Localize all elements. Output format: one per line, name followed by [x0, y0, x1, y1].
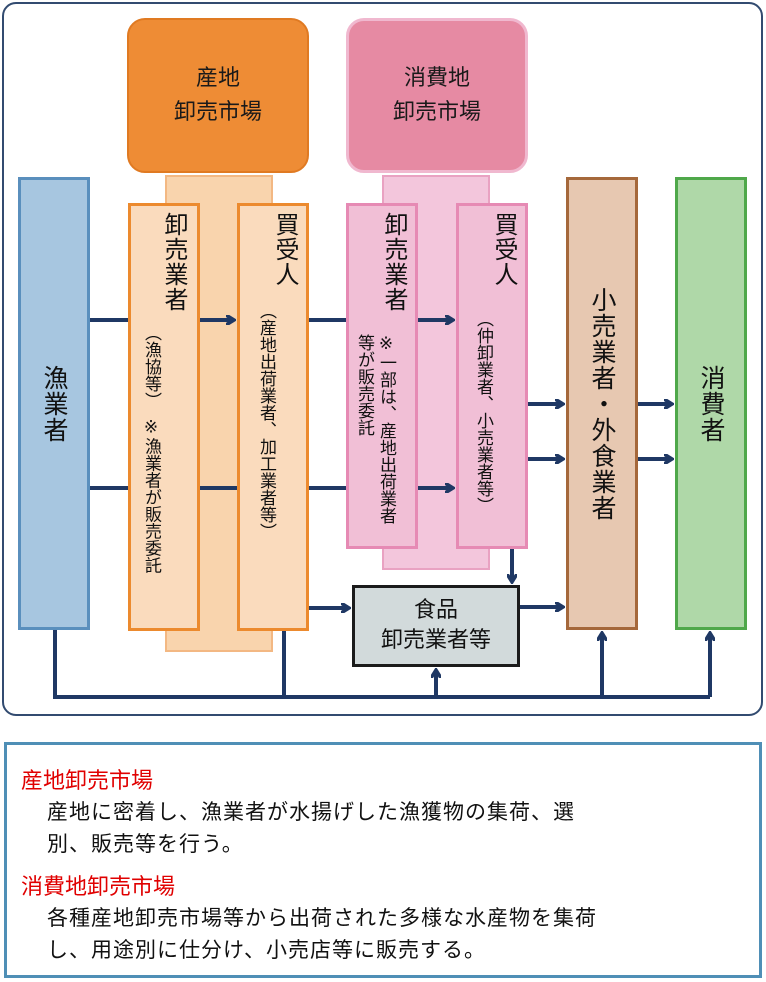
- consumers-box: 消費者: [675, 177, 747, 630]
- food-wholesaler-line1: 食品: [413, 598, 458, 623]
- retailers-label: 小売業者・外食業者: [588, 286, 617, 521]
- producer-wholesaler-label: 卸売業者: [160, 212, 188, 312]
- consumer-market-title-line2: 卸売市場: [392, 99, 481, 125]
- consumer-buyer-note: （仲卸業者、小売業者等）: [473, 310, 493, 514]
- legend-producer-line1: 産地に密着し、漁業者が水揚げした漁獲物の集荷、選: [47, 800, 575, 824]
- legend-consumer-title: 消費地卸売市場: [21, 875, 176, 900]
- consumer-buyer-label: 買受人: [490, 212, 518, 287]
- legend-consumer-line1: 各種産地卸売市場等から出荷された多様な水産物を集荷: [47, 906, 597, 930]
- food-wholesaler-line2: 卸売業者等: [380, 628, 491, 653]
- producer-buyer-box: 買受人 （産地出荷業者、加工業者等）: [237, 203, 309, 631]
- fishermen-label: 漁業者: [40, 364, 69, 443]
- legend-producer-line2: 別、販売等を行う。: [47, 832, 244, 856]
- consumer-market-title-line1: 消費地: [403, 65, 470, 91]
- producer-buyer-label: 買受人: [271, 212, 299, 287]
- consumer-buyer-box: 買受人 （仲卸業者、小売業者等）: [456, 203, 528, 549]
- consumer-wholesaler-note: ※一部は、産地出荷業者等が販売委託: [354, 334, 396, 524]
- consumers-label: 消費者: [697, 364, 726, 443]
- consumer-wholesaler-label: 卸売業者: [380, 212, 408, 312]
- producer-buyer-note: （産地出荷業者、加工業者等）: [256, 302, 276, 540]
- producer-wholesaler-box: 卸売業者 （漁協等） ※漁業者が販売委託: [128, 203, 200, 631]
- food-wholesaler-box: 食品 卸売業者等: [352, 585, 520, 667]
- consumer-market-header: 消費地 卸売市場: [346, 18, 528, 173]
- retailers-box: 小売業者・外食業者: [566, 177, 638, 630]
- consumer-wholesaler-box: 卸売業者 ※一部は、産地出荷業者等が販売委託: [346, 203, 418, 549]
- fishermen-box: 漁業者: [18, 177, 90, 630]
- producer-market-title-line2: 卸売市場: [173, 99, 262, 125]
- legend-consumer-line2: し、用途別に仕分け、小売店等に販売する。: [47, 938, 486, 962]
- producer-wholesaler-note: （漁協等） ※漁業者が販売委託: [141, 324, 161, 574]
- bypass-route-line: [53, 630, 710, 699]
- producer-market-header: 産地 卸売市場: [127, 18, 309, 173]
- legend-producer-title: 産地卸売市場: [21, 769, 154, 794]
- legend-box: 産地卸売市場 産地に密着し、漁業者が水揚げした漁獲物の集荷、選 別、販売等を行う…: [4, 742, 762, 978]
- producer-market-title-line1: 産地: [195, 65, 240, 91]
